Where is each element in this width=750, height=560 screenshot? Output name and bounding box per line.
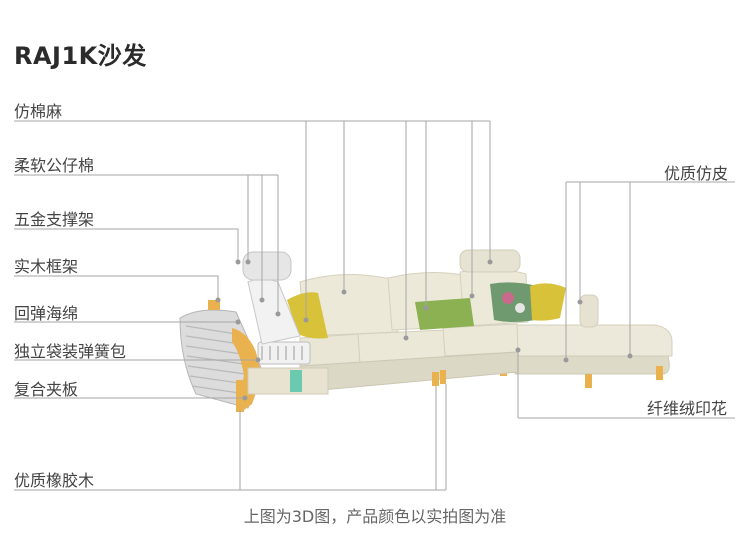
label-board: 复合夹板 <box>14 380 79 399</box>
label-print: 纤维绒印花 <box>647 399 728 418</box>
leader-lines <box>14 120 735 491</box>
label-fabric: 仿棉麻 <box>14 102 63 121</box>
label-wood-frame: 实木框架 <box>14 257 79 276</box>
label-frame-metal: 五金支撑架 <box>14 210 95 229</box>
label-leather: 优质仿皮 <box>664 164 729 183</box>
sofa-seats <box>299 323 519 393</box>
label-springs: 独立袋装弹簧包 <box>14 342 127 361</box>
page-title: RAJ1K沙发 <box>14 42 147 70</box>
caption: 上图为3D图，产品颜色以实拍图为准 <box>243 507 507 526</box>
sofa-cutaway-arm <box>179 251 329 412</box>
label-sponge: 回弹海绵 <box>14 304 79 323</box>
leader-dots <box>215 259 633 401</box>
sofa-pillows <box>287 282 566 339</box>
label-rubberwood: 优质橡胶木 <box>14 471 95 490</box>
label-cotton: 柔软公仔棉 <box>14 156 95 175</box>
